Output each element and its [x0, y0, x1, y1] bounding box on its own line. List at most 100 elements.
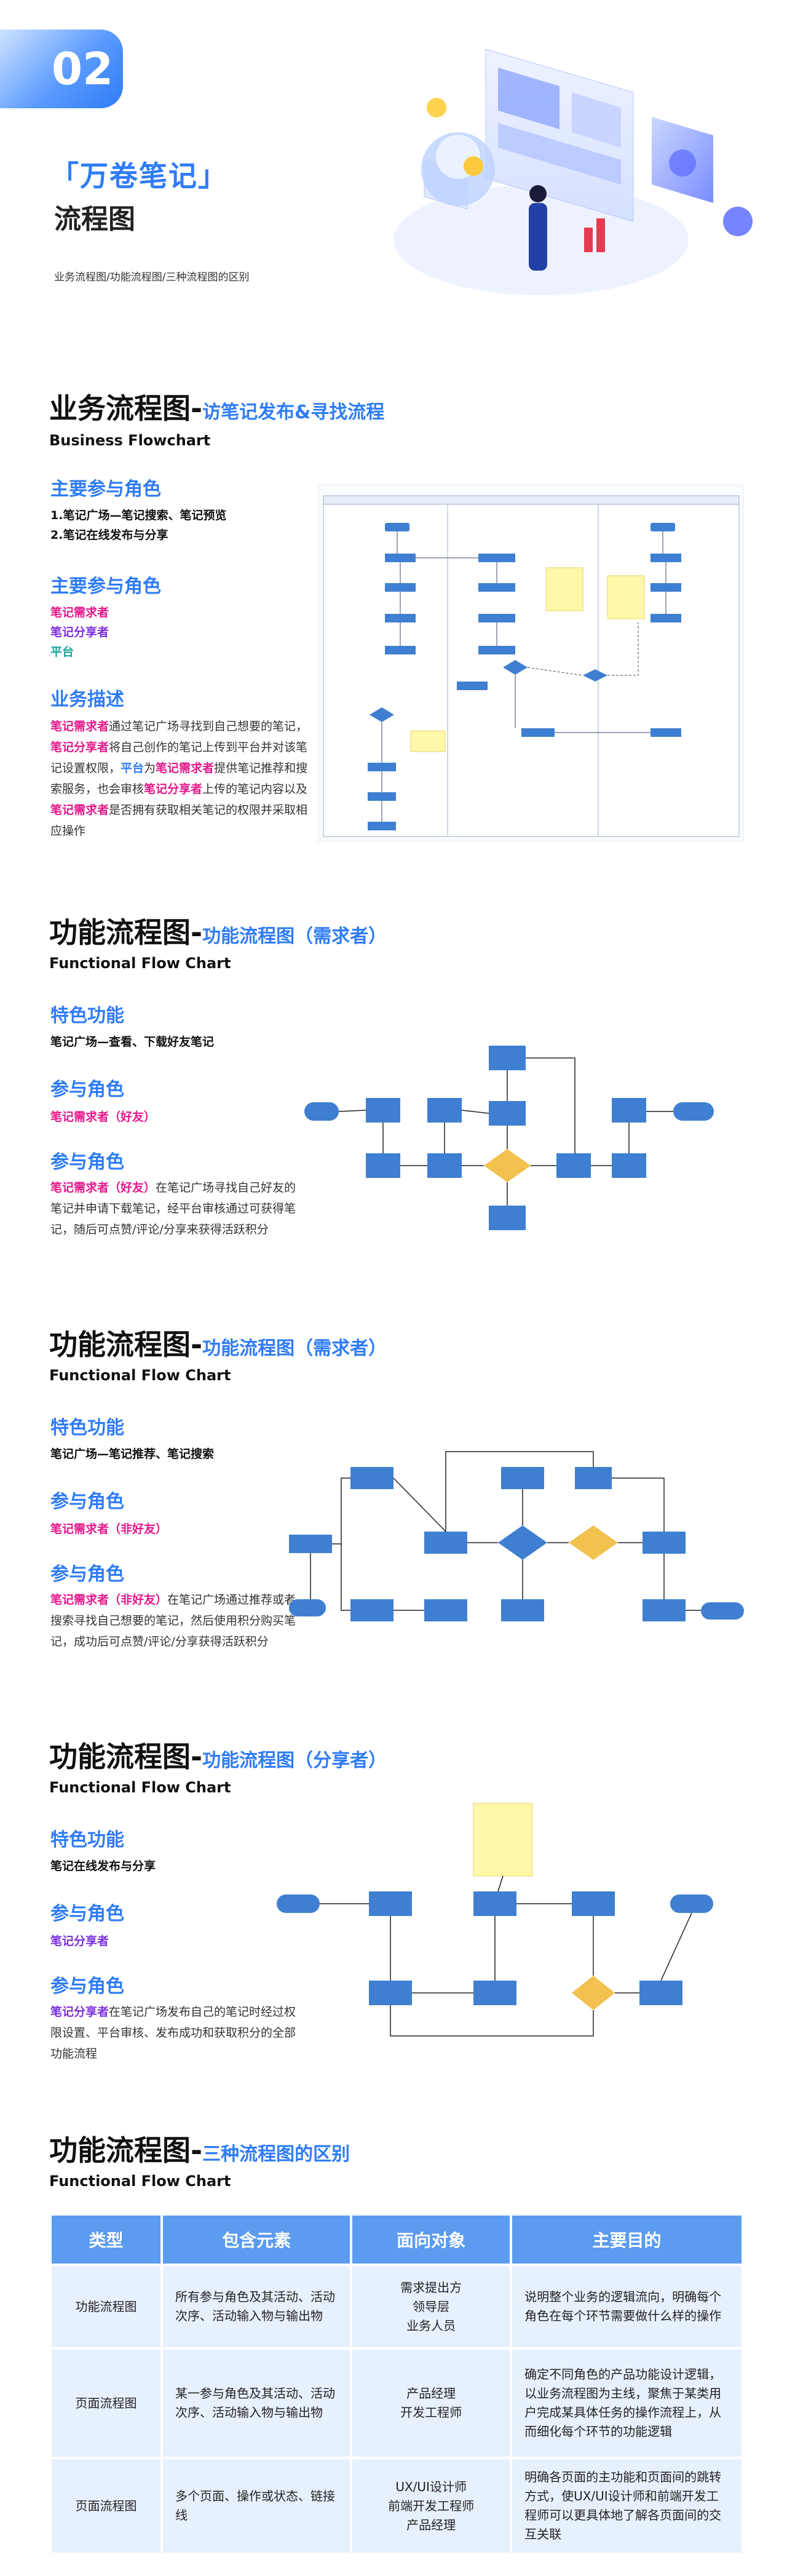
business-desc: 笔记需求者通过笔记广场寻找到自己想要的笔记，笔记分享者将自己创作的笔记上传到平台… — [50, 716, 309, 841]
func2-flowchart — [289, 1451, 744, 1621]
flow-lines — [381, 531, 666, 822]
table-header: 类型 — [52, 2216, 160, 2264]
participant-list: 笔记需求者 笔记分享者 平台 — [50, 606, 109, 659]
section-title-business: 业务流程图-访笔记发布&寻找流程 — [49, 392, 385, 425]
flow-nodes — [289, 1467, 744, 1621]
section-title-compare: 功能流程图-三种流程图的区别 — [49, 2134, 350, 2167]
table-header: 面向对象 — [352, 2216, 510, 2264]
table-header-row: 类型 包含元素 面向对象 主要目的 — [52, 2216, 742, 2264]
table-cell: 某一参与角色及其活动、活动次序、活动输入物与输出物 — [162, 2350, 350, 2457]
heading-role-desc-3: 参与角色 — [50, 1976, 124, 1997]
func3-flowchart — [277, 1803, 713, 2037]
flow-lines — [310, 1451, 701, 1611]
person-figure — [529, 203, 547, 271]
role-text-3: 笔记分享者 — [50, 1934, 109, 1948]
heading-roles-2: 主要参与角色 — [50, 576, 161, 597]
flow-nodes — [368, 523, 681, 830]
decision-node — [498, 1525, 547, 1560]
section-title-func2: 功能流程图-功能流程图（需求者） — [49, 1328, 387, 1361]
desc-segment: 笔记需求者 — [156, 761, 215, 775]
func1-flowchart — [304, 1046, 714, 1230]
decision-node — [572, 1976, 615, 2010]
heading-feature-3: 特色功能 — [50, 1829, 124, 1851]
desc-segment: 通过笔记广场寻找到自己想要的笔记， — [109, 720, 308, 733]
desc-segment: 为 — [144, 761, 156, 775]
desc-segment: 上传的笔记内容以及 — [202, 782, 308, 796]
role-text-2: 笔记需求者（非好友） — [50, 1522, 168, 1536]
func1-desc: 笔记需求者（好友）在笔记广场寻找自己好友的笔记并申请下载笔记，经平台审核通过可获… — [50, 1181, 296, 1236]
desc-segment: 提供笔记推荐和搜索服务，也会审核 — [50, 761, 308, 796]
feature-text-2: 笔记广场—笔记推荐、笔记搜索 — [50, 1447, 215, 1461]
badge-number: 02 — [52, 43, 114, 95]
heading-role-desc-2: 参与角色 — [50, 1564, 124, 1585]
desc-segment: 笔记需求者 — [50, 720, 109, 733]
feature-text-3: 笔记在线发布与分享 — [50, 1859, 156, 1873]
flow-lines — [320, 1875, 692, 2037]
comparison-table: 类型 包含元素 面向对象 主要目的 功能流程图 所有参与角色及其活动、活动次序、… — [49, 2213, 744, 2555]
table-row: 页面流程图 多个页面、操作或状态、链接线 UX/UI设计师前端开发工程师产品经理… — [52, 2459, 742, 2553]
page-badge: 02 — [0, 30, 123, 108]
func2-desc: 笔记需求者（非好友）在笔记广场通过推荐或者搜索寻找自己想要的笔记，然后使用积分购… — [50, 1593, 296, 1648]
smile-icon — [464, 156, 483, 176]
bulb-icon — [427, 98, 446, 117]
panel-block — [572, 92, 621, 148]
section-en-compare: Functional Flow Chart — [49, 2173, 231, 2190]
section-en-func1: Functional Flow Chart — [49, 955, 231, 972]
section-en-func2: Functional Flow Chart — [49, 1367, 231, 1384]
decision-node — [484, 1149, 531, 1182]
desc-segment: 笔记分享者 — [50, 741, 109, 754]
flow-note — [473, 1803, 533, 1877]
panel-block — [498, 123, 621, 185]
flow-nodes — [304, 1046, 714, 1230]
chart-icon — [669, 149, 696, 177]
heading-feature-1: 特色功能 — [50, 1005, 124, 1027]
heading-roles: 主要参与角色 — [50, 479, 161, 500]
desc-segment: 笔记需求者 — [50, 803, 109, 817]
bar-chart-icon — [596, 218, 605, 252]
desc-segment: 笔记分享者 — [144, 782, 203, 796]
table-cell: 所有参与角色及其活动、活动次序、活动输入物与输出物 — [162, 2266, 350, 2347]
desc-segment: 是否拥有获取相关笔记的权限并采取相应操作 — [50, 803, 308, 838]
table-cell: 说明整个业务的逻辑流向，明确每个角色在每个环节需要做什么样的操作 — [512, 2266, 742, 2347]
page-subtitle: 业务流程图/功能流程图/三种流程图的区别 — [54, 271, 250, 284]
section-en-business: Business Flowchart — [49, 432, 211, 449]
flow-nodes — [277, 1891, 713, 2005]
table-cell: 明确各页面的主功能和页面间的跳转方式，使UX/UI设计师和前端开发工程师可以更具… — [512, 2459, 742, 2553]
panel-block — [498, 68, 560, 129]
section-title-func1: 功能流程图-功能流程图（需求者） — [49, 916, 387, 949]
desc-segment: 平台 — [121, 761, 144, 775]
ring-icon — [723, 207, 753, 236]
func3-desc: 笔记分享者在笔记广场发布自己的笔记时经过权限设置、平台审核、发布成功和获取积分的… — [50, 2005, 296, 2061]
table-header: 包含元素 — [162, 2216, 350, 2264]
table-row: 功能流程图 所有参与角色及其活动、活动次序、活动输入物与输出物 需求提出方领导层… — [52, 2266, 742, 2347]
feature-text-1: 笔记广场—查看、下载好友笔记 — [50, 1035, 215, 1049]
decision-node — [569, 1525, 618, 1560]
lane-header — [323, 495, 740, 505]
bar-chart-icon — [584, 228, 593, 252]
role-text-1: 笔记需求者（好友） — [50, 1110, 156, 1124]
role-list: 1.笔记广场—笔记搜索、笔记预览 2.笔记在线发布与分享 — [50, 509, 227, 542]
table-cell: 功能流程图 — [52, 2266, 160, 2347]
heading-feature-2: 特色功能 — [50, 1417, 124, 1439]
person-head — [529, 185, 547, 202]
isometric-illustration — [394, 49, 753, 295]
brand-title: 「万卷笔记」 — [50, 159, 227, 193]
heading-desc: 业务描述 — [50, 689, 124, 710]
heading-role-3: 参与角色 — [50, 1903, 124, 1925]
section-title-func3: 功能流程图-功能流程图（分享者） — [49, 1740, 387, 1773]
table-cell: 页面流程图 — [52, 2459, 160, 2553]
table-cell: 需求提出方领导层业务人员 — [352, 2266, 510, 2347]
swimlane-box — [323, 495, 740, 837]
flow-notes — [410, 567, 645, 752]
flow-lines — [338, 1057, 673, 1206]
table-cell: 确定不同角色的产品功能设计逻辑，以业务流程图为主线，聚焦于某类用户完成某具体任务… — [512, 2350, 742, 2457]
section-en-func3: Functional Flow Chart — [49, 1779, 231, 1796]
table-row: 页面流程图 某一参与角色及其活动、活动次序、活动输入物与输出物 产品经理开发工程… — [52, 2350, 742, 2457]
business-flowchart — [318, 485, 744, 841]
heading-role-2: 参与角色 — [50, 1491, 124, 1513]
table-cell: 页面流程图 — [52, 2350, 160, 2457]
heading-role-desc-1: 参与角色 — [50, 1151, 124, 1173]
table-cell: 产品经理开发工程师 — [352, 2350, 510, 2457]
desc-segment: 将自己创作的笔记上传到平台并对该笔记设置权限， — [50, 741, 308, 775]
table-cell: UX/UI设计师前端开发工程师产品经理 — [352, 2459, 510, 2553]
